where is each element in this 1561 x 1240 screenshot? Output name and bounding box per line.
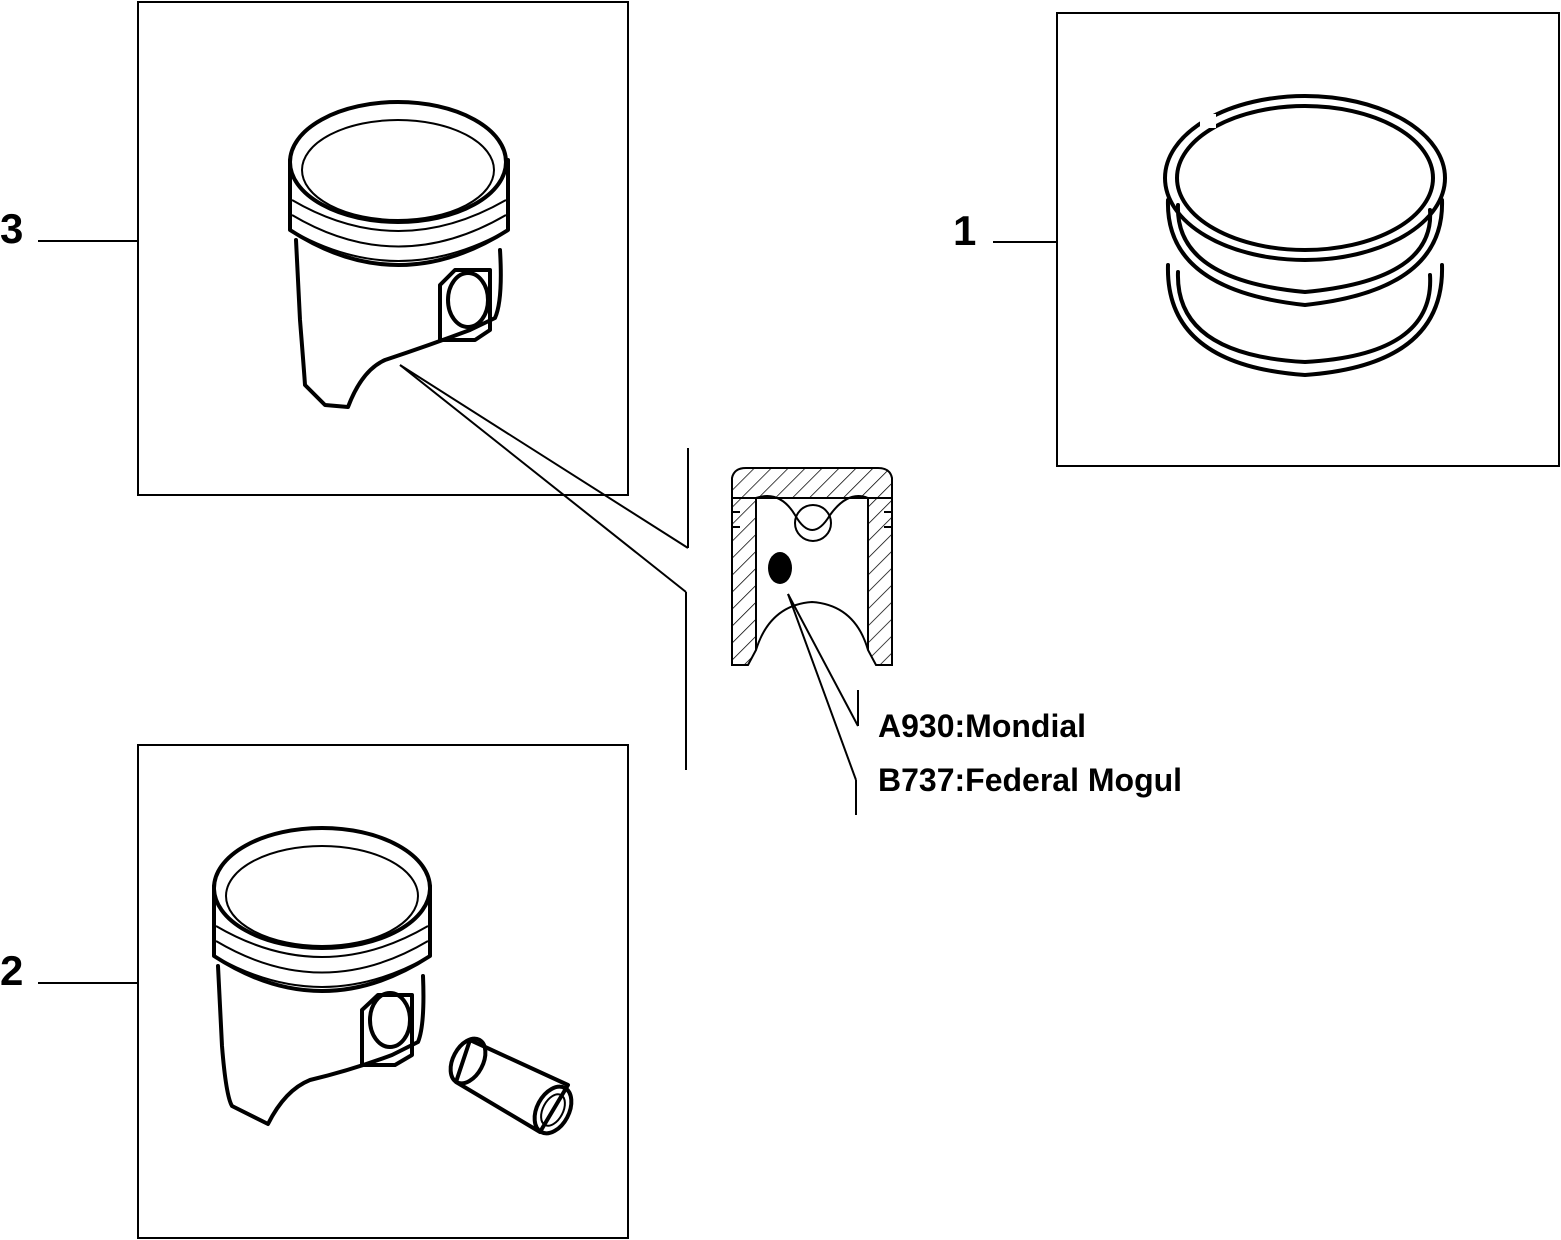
piston-pin <box>448 1036 574 1136</box>
section-leader <box>399 364 689 770</box>
piston-frame[interactable] <box>137 1 629 496</box>
piston-with-pin-frame[interactable] <box>137 744 629 1239</box>
callout-1-number: 1 <box>953 207 977 254</box>
piston-with-pin-illustration <box>212 826 574 1136</box>
supplier-label-federal-mogul: B737:Federal Mogul <box>878 762 1183 798</box>
piston-rings-illustration <box>1163 94 1447 377</box>
supplier-mark-dot <box>768 552 792 584</box>
piston-cross-section <box>731 467 893 815</box>
callout-2-number: 2 <box>0 947 24 994</box>
piston-illustration <box>288 100 510 409</box>
callout-3-number: 3 <box>0 205 24 252</box>
piston-rings-frame[interactable] <box>1056 12 1560 467</box>
supplier-label-mondial: A930:Mondial <box>878 708 1087 744</box>
